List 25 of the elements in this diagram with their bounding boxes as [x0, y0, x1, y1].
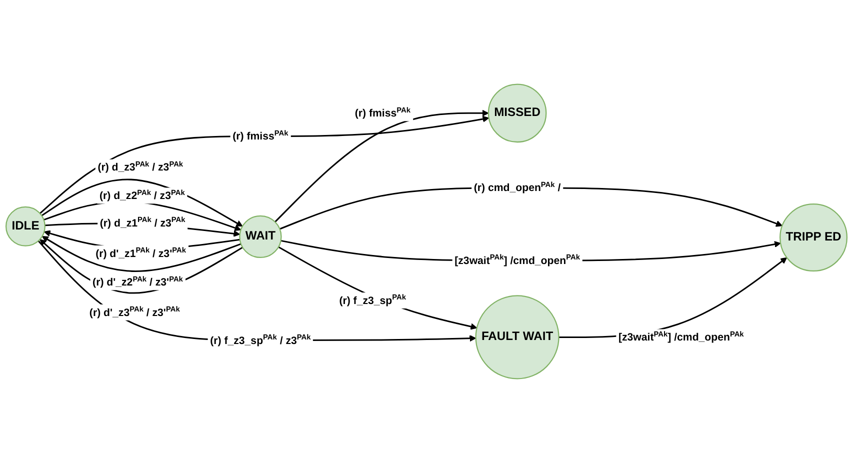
edge-label: [z3wait$^{PAk}$] /cmd_open$^{PAk}$ [454, 254, 580, 266]
edge-label: (r) d_z3$^{PAk}$ / z3$^{PAk}$ [98, 160, 184, 173]
edge-label: (r) f_z3_sp$^{PAk}$ / z3$^{PAk}$ [210, 333, 311, 346]
arrow [44, 200, 242, 232]
edge-label: (r) d'_z2$^{PAk}$ / z3'$^{PAk}$ [92, 275, 183, 288]
edge-label: (r) d'_z1$^{PAk}$ / z3'$^{PAk}$ [96, 246, 186, 260]
node-circle: WAIT [239, 215, 282, 258]
arrow [41, 178, 243, 227]
edge-label: (r) fmiss$^{PAk}$ [232, 129, 288, 142]
node-circle: IDLE [5, 206, 46, 246]
edge-label: (r) f_z3_sp$^{PAk}$ [339, 294, 406, 306]
node-circle: MISSED [488, 84, 547, 143]
edge-label: [z3wait$^{PAk}$] /cmd_open$^{PAk}$ [618, 330, 744, 343]
arrow [274, 110, 489, 222]
edge-label: (r) d'_z3$^{PAk}$ / z3'$^{PAk}$ [89, 305, 180, 318]
node-circle: TRIPP ED [780, 204, 848, 272]
arrow [38, 240, 476, 342]
arrow [42, 236, 242, 272]
edge-label: (r) cmd_open$^{PAk}$ / [474, 180, 561, 194]
edge-label: (r) d_z1$^{PAk}$ / z3$^{PAk}$ [100, 216, 186, 229]
edge-label: (r) fmiss$^{PAk}$ [354, 106, 410, 119]
edge-label: (r) d_z2$^{PAk}$ / z3$^{PAk}$ [99, 188, 185, 202]
node-circle: FAULT WAIT [475, 295, 560, 380]
arrow [278, 246, 478, 330]
arrow [39, 116, 490, 214]
